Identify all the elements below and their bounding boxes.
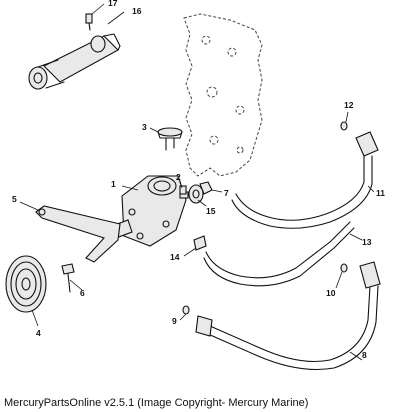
leader-lines xyxy=(19,3,375,361)
bleeder-fitting xyxy=(85,13,93,31)
callout-15: 15 xyxy=(206,206,216,216)
callout-14: 14 xyxy=(170,252,180,262)
callout-8: 8 xyxy=(362,350,367,360)
power-steering-pump xyxy=(111,175,189,247)
washer xyxy=(188,184,204,204)
callout-1: 1 xyxy=(111,179,116,189)
o-ring-right xyxy=(340,263,348,273)
clamp xyxy=(193,235,207,251)
pressure-hose-upper xyxy=(231,131,379,229)
callout-3: 3 xyxy=(142,122,147,132)
callout-13: 13 xyxy=(362,237,372,247)
callout-17: 17 xyxy=(108,0,118,8)
mounting-bracket xyxy=(35,205,121,263)
callout-6: 6 xyxy=(80,288,85,298)
o-ring-upper xyxy=(340,121,348,131)
callout-2: 2 xyxy=(176,172,181,182)
callout-11: 11 xyxy=(376,188,385,198)
reservoir-cap xyxy=(157,127,183,151)
fitting xyxy=(179,185,187,195)
callout-4: 4 xyxy=(36,328,41,338)
hydraulic-cylinder xyxy=(28,33,121,90)
callout-7: 7 xyxy=(224,188,229,198)
pressure-hose-lower xyxy=(195,261,381,371)
return-hose xyxy=(203,221,355,287)
callout-5: 5 xyxy=(12,194,17,204)
pulley xyxy=(5,255,47,313)
bolt xyxy=(61,263,75,293)
engine-bracket-outline xyxy=(183,13,263,177)
callout-16: 16 xyxy=(132,6,142,16)
callout-labels: 1 2 3 4 5 6 7 8 9 10 11 12 13 14 15 16 1… xyxy=(12,0,385,360)
o-ring-lower xyxy=(182,305,190,315)
copyright-caption: MercuryPartsOnline v2.5.1 (Image Copyrig… xyxy=(4,397,309,409)
callout-10: 10 xyxy=(326,288,336,298)
callout-9: 9 xyxy=(172,316,177,326)
callout-12: 12 xyxy=(344,100,354,110)
